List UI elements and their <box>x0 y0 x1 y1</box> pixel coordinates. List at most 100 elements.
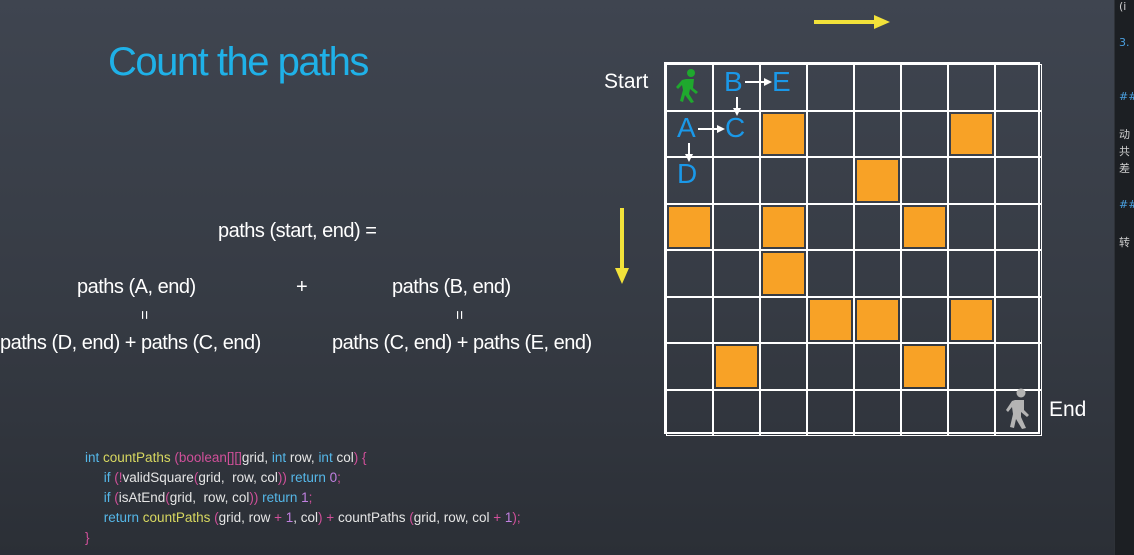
grid-cell <box>666 64 713 111</box>
grid-cell-blocked <box>948 296 995 343</box>
grid-cell-blocked <box>854 296 901 343</box>
grid-cell <box>854 343 901 390</box>
grid-cell <box>807 64 854 111</box>
code-line-5: } <box>85 530 90 545</box>
grid-cell <box>901 64 948 111</box>
slide-title: Count the paths <box>108 40 369 84</box>
code-block: int countPaths (boolean[][]grid, int row… <box>85 448 521 548</box>
grid: B E A C D <box>664 62 1042 436</box>
code-line-1: int countPaths (boolean[][]grid, int row… <box>85 450 367 465</box>
grid-cell <box>901 110 948 157</box>
arrow-right-icon <box>814 15 890 29</box>
grid-cell <box>807 250 854 297</box>
letter-a: A <box>677 112 696 143</box>
grid-cell-blocked <box>901 343 948 390</box>
grid-cell <box>807 343 854 390</box>
side-text-6: 差 <box>1119 162 1130 175</box>
grid-cell <box>854 389 901 436</box>
code-line-2: if (!validSquare(grid, row, col)) return… <box>103 470 341 485</box>
grid-cell-blocked <box>948 110 995 157</box>
formula-main: paths (start, end) = <box>218 220 377 242</box>
formula-right-bottom: paths (C, end) + paths (E, end) <box>332 332 592 354</box>
grid-cell-blocked <box>901 203 948 250</box>
grid-cell <box>854 110 901 157</box>
grid-cell-blocked <box>760 203 807 250</box>
letter-e: E <box>772 66 791 97</box>
formula-left-top: paths (A, end) <box>77 276 196 298</box>
grid-cell <box>760 157 807 204</box>
arrow-b-to-c-icon <box>733 97 741 116</box>
grid-cell <box>807 157 854 204</box>
side-panel: (i 3. ## 动 共 差 ## 转 <box>1114 0 1134 555</box>
grid-cell <box>995 296 1042 343</box>
grid-cell <box>854 203 901 250</box>
side-text-5: 共 <box>1119 145 1130 158</box>
grid-cell <box>666 343 713 390</box>
grid-cell <box>948 157 995 204</box>
grid-cell <box>713 296 760 343</box>
arrow-a-to-c-icon <box>698 125 725 133</box>
formula-right-equals: = <box>450 310 468 320</box>
grid-cell <box>713 250 760 297</box>
grid-cell-blocked <box>807 296 854 343</box>
grid-cell <box>760 389 807 436</box>
side-text-4: 动 <box>1119 128 1130 141</box>
side-text-3: ## <box>1119 90 1134 103</box>
arrow-down-icon <box>615 208 629 284</box>
arrow-a-to-d-icon <box>685 143 693 162</box>
grid-cell <box>901 157 948 204</box>
grid-cell <box>666 296 713 343</box>
grid-cell-blocked <box>760 110 807 157</box>
grid-cell <box>760 343 807 390</box>
grid-cell <box>713 203 760 250</box>
grid-cell <box>948 389 995 436</box>
grid-cell <box>948 64 995 111</box>
side-text-8: 转 <box>1119 236 1130 249</box>
grid-cell <box>807 203 854 250</box>
grid-cell <box>948 343 995 390</box>
letter-b: B <box>724 66 743 97</box>
grid-cell <box>807 389 854 436</box>
grid-cell-blocked <box>854 157 901 204</box>
grid-cell-blocked <box>760 250 807 297</box>
start-walker-icon <box>676 69 698 103</box>
grid-cell <box>948 203 995 250</box>
end-label: End <box>1049 398 1087 421</box>
grid-cell <box>948 250 995 297</box>
grid-cell <box>995 110 1042 157</box>
grid-cell <box>854 250 901 297</box>
grid-cell <box>901 389 948 436</box>
grid-cell <box>901 250 948 297</box>
grid-cell <box>666 250 713 297</box>
grid-cell <box>760 296 807 343</box>
formula-left-bottom: paths (D, end) + paths (C, end) <box>0 332 261 354</box>
grid-cell-blocked <box>713 343 760 390</box>
grid-cell <box>995 250 1042 297</box>
formula-plus: + <box>296 276 308 298</box>
grid-cell <box>995 203 1042 250</box>
start-label: Start <box>604 70 649 93</box>
letter-c: C <box>725 112 746 143</box>
grid-cell <box>807 110 854 157</box>
arrow-b-to-e-icon <box>745 78 772 86</box>
grid-cell <box>901 296 948 343</box>
grid-cell <box>854 64 901 111</box>
grid-cell <box>995 64 1042 111</box>
side-text-7: ## <box>1119 198 1134 211</box>
side-text-1: (i <box>1119 0 1127 13</box>
code-line-3: if (isAtEnd(grid, row, col)) return 1; <box>103 490 313 505</box>
code-line-4: return countPaths (grid, row + 1, col) +… <box>103 510 521 525</box>
grid-cell <box>995 157 1042 204</box>
formula-right-top: paths (B, end) <box>392 276 511 298</box>
side-text-2: 3. <box>1119 36 1130 49</box>
grid-cell <box>713 157 760 204</box>
grid-cell <box>995 343 1042 390</box>
formula-left-equals: = <box>135 310 153 320</box>
grid-cells <box>664 62 1042 436</box>
end-walker-icon <box>1006 388 1029 429</box>
grid-cell-blocked <box>666 203 713 250</box>
letter-d: D <box>677 158 698 189</box>
grid-cell <box>760 64 807 111</box>
grid-cell <box>713 389 760 436</box>
